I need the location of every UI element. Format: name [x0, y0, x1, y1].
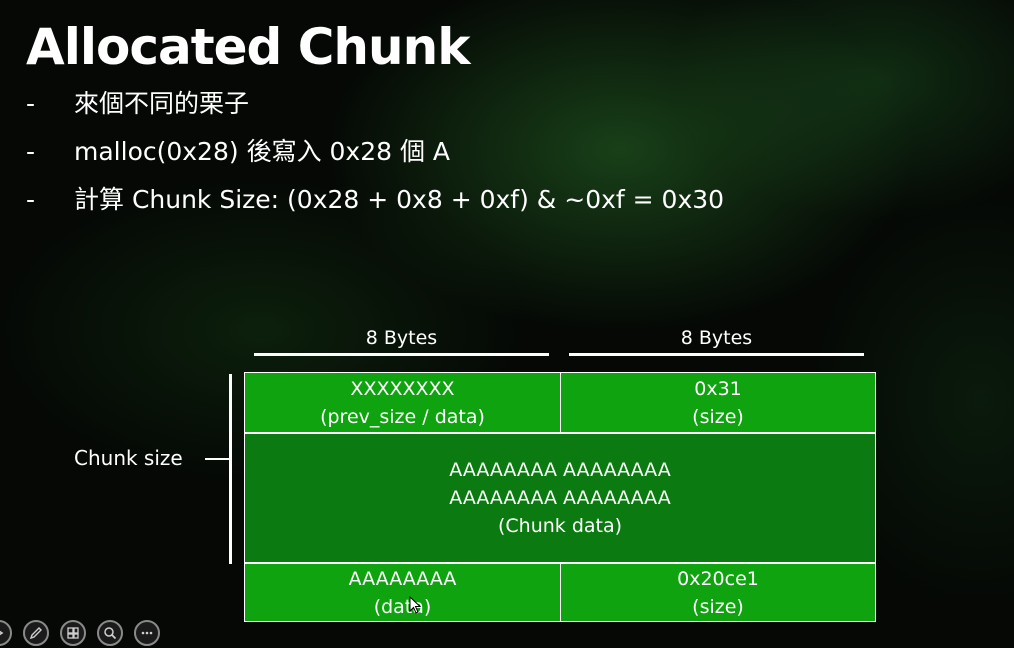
- bullet-text: 來個不同的栗子: [74, 89, 250, 118]
- bullet-marker: -: [26, 89, 36, 118]
- slides-icon[interactable]: [60, 620, 86, 646]
- bullet-item: - malloc(0x28) 後寫入 0x28 個 A: [26, 132, 724, 180]
- slide-title: Allocated Chunk: [26, 18, 470, 76]
- cell-caption: (Chunk data): [497, 515, 623, 537]
- prev-size-cell: XXXXXXXX (prev_size / data): [245, 373, 560, 432]
- row-divider: [245, 432, 875, 434]
- cell-caption: (size): [692, 595, 744, 618]
- top-chunk-size-cell: 0x20ce1 (size): [561, 564, 875, 621]
- arrow-icon[interactable]: [0, 620, 12, 646]
- chunk-size-bracket: [229, 374, 232, 564]
- more-icon[interactable]: [134, 620, 160, 646]
- bullet-item: - 來個不同的栗子: [26, 84, 724, 132]
- column-header-underline: [569, 353, 864, 356]
- cell-caption: (size): [692, 405, 744, 428]
- chunk-diagram: XXXXXXXX (prev_size / data) 0x31 (size) …: [244, 372, 876, 622]
- next-data-cell: AAAAAAAA (data): [245, 564, 560, 621]
- pen-icon[interactable]: [23, 620, 49, 646]
- column-header-underline: [254, 353, 549, 356]
- bullet-text: 計算 Chunk Size: (0x28 + 0x8 + 0xf) & ~0xf…: [74, 185, 725, 214]
- presenter-toolbar: [0, 618, 171, 648]
- cell-value: XXXXXXXX: [350, 377, 455, 400]
- chunk-data-cell: AAAAAAAA AAAAAAAA AAAAAAAA AAAAAAAA (Chu…: [245, 434, 875, 562]
- size-cell: 0x31 (size): [561, 373, 875, 432]
- bullet-list: - 來個不同的栗子 - malloc(0x28) 後寫入 0x28 個 A - …: [26, 84, 724, 228]
- chunk-size-label: Chunk size: [74, 446, 183, 470]
- cell-caption: (data): [373, 595, 432, 618]
- mouse-cursor-icon: [409, 596, 421, 614]
- cell-value: 0x31: [694, 377, 742, 400]
- cell-divider: [560, 564, 561, 621]
- cell-value: AAAAAAAA AAAAAAAA: [449, 487, 671, 509]
- column-header-right: 8 Bytes: [680, 327, 753, 349]
- cell-value: AAAAAAAA: [348, 567, 457, 590]
- cell-value: AAAAAAAA AAAAAAAA: [449, 459, 671, 481]
- bullet-item: - 計算 Chunk Size: (0x28 + 0x8 + 0xf) & ~0…: [26, 180, 724, 228]
- zoom-icon[interactable]: [97, 620, 123, 646]
- chunk-size-bracket-tick: [205, 458, 231, 460]
- row-divider: [245, 562, 875, 564]
- cell-divider: [560, 373, 561, 432]
- column-header-left: 8 Bytes: [365, 327, 438, 349]
- bullet-marker: -: [26, 137, 36, 166]
- bullet-text: malloc(0x28) 後寫入 0x28 個 A: [74, 137, 451, 166]
- bullet-marker: -: [26, 185, 36, 214]
- cell-caption: (prev_size / data): [320, 405, 485, 428]
- cell-value: 0x20ce1: [677, 567, 759, 590]
